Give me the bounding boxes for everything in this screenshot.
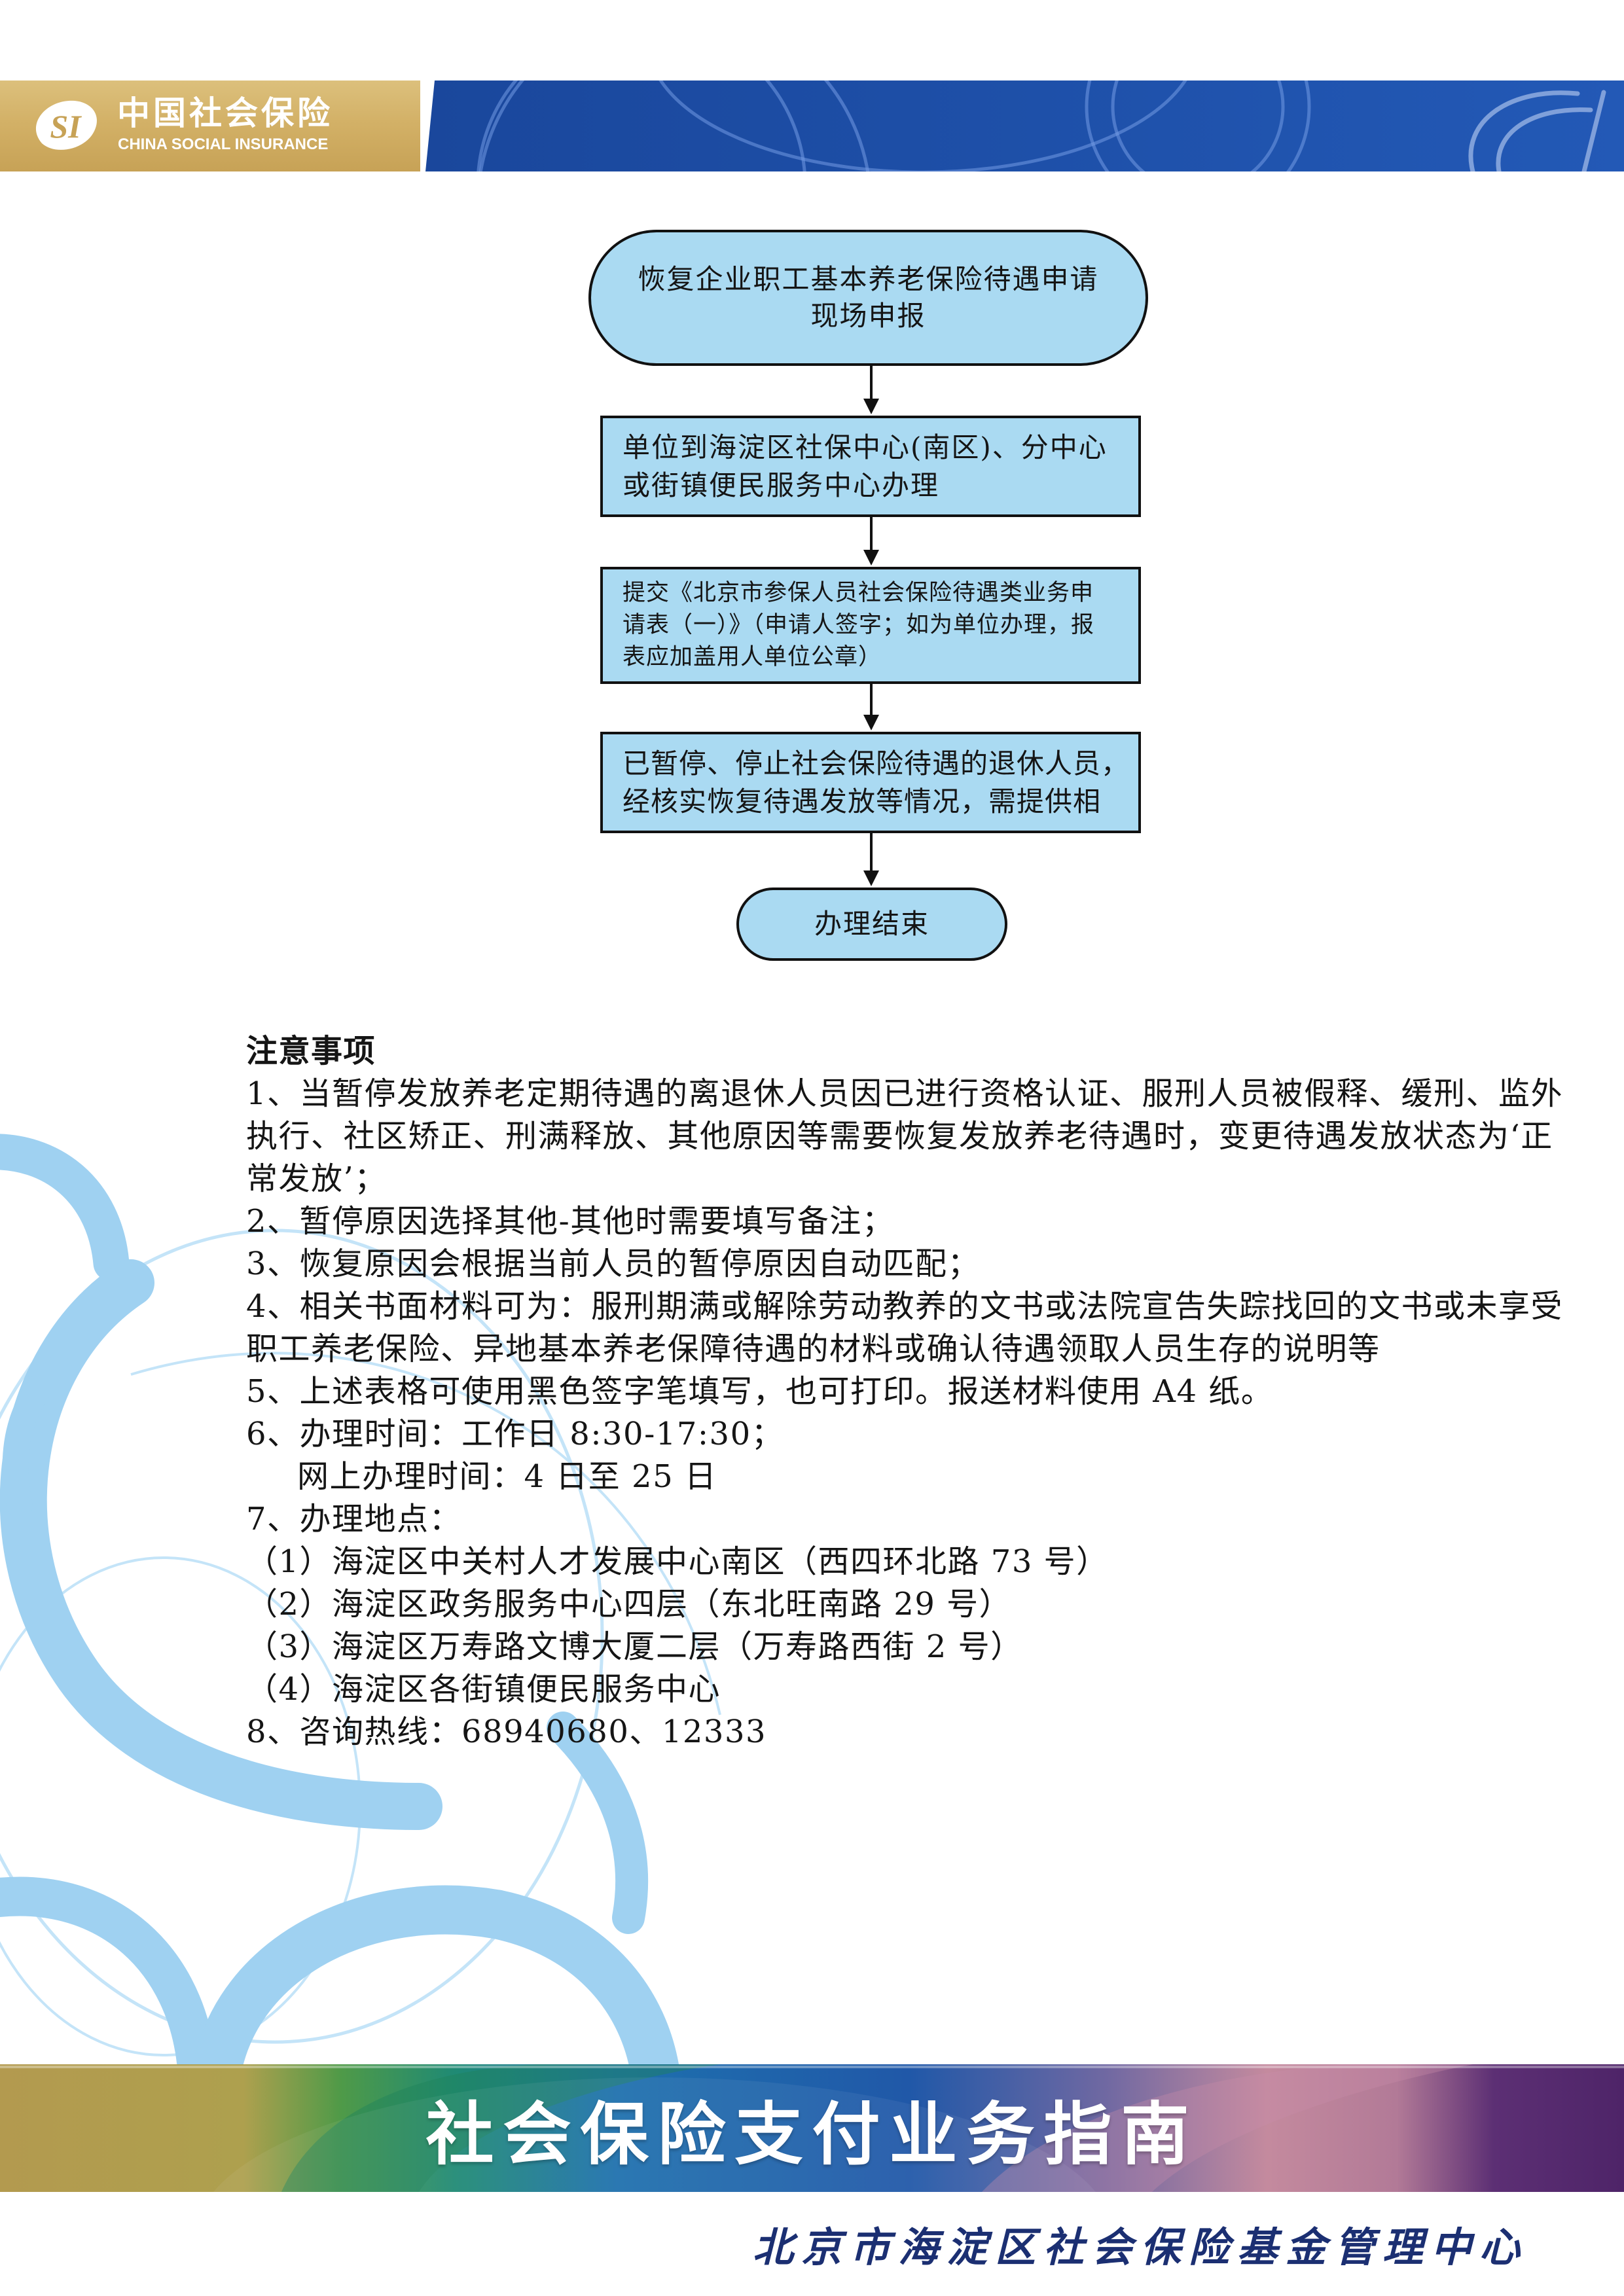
flow-node-line: 表应加盖用人单位公章） — [623, 644, 882, 670]
note-line: 职工养老保险、异地基本养老保障待遇的材料或确认待遇领取人员生存的说明等 — [246, 1331, 1380, 1367]
note-item: 1、当暂停发放养老定期待遇的离退休人员因已进行资格认证、服刑人员被假释、缓刑、监… — [246, 1073, 1563, 1200]
flow-node-line: 现场申报 — [810, 300, 926, 332]
flow-node-text: 已暂停、停止社会保险待遇的退休人员， 经核实恢复待遇发放等情况，需提供相 — [623, 745, 1129, 821]
flow-node-line: 或街镇便民服务中心办理 — [623, 469, 940, 501]
flow-node-line: 恢复企业职工基本养老保险待遇申请 — [638, 263, 1099, 295]
notes-heading: 注意事项 — [246, 1033, 376, 1069]
swirl-stroke — [192, 1885, 679, 2068]
arrow-down-icon — [863, 684, 879, 730]
header-decoration — [476, 81, 1606, 171]
flow-connectors — [863, 366, 879, 886]
flow-node-line: 办理结束 — [814, 908, 929, 940]
brand-name-en: CHINA SOCIAL INSURANCE — [118, 135, 329, 153]
flow-node-line: 单位到海淀区社保中心(南区)、分中心 — [623, 431, 1108, 463]
footer-glow — [213, 2077, 1096, 2192]
flow-step-node: 提交《北京市参保人员社会保险待遇类业务申 请表（一）》（申请人签字；如为单位办理… — [600, 567, 1141, 684]
header-arc — [1085, 81, 1311, 171]
flow-node-line: 经核实恢复待遇发放等情况，需提供相 — [623, 785, 1102, 817]
note-line: 5、上述表格可使用黑色签字笔填写，也可打印。报送材料使用 A4 纸。 — [246, 1373, 1274, 1410]
note-item: 2、暂停原因选择其他-其他时需要填写备注； — [246, 1200, 1563, 1243]
note-line: （3）海淀区万寿路文博大厦二层（万寿路西街 2 号） — [246, 1628, 1023, 1665]
flow-step-node: 已暂停、停止社会保险待遇的退休人员， 经核实恢复待遇发放等情况，需提供相 — [600, 732, 1141, 833]
note-line: 7、办理地点： — [246, 1501, 462, 1537]
flow-end-node: 办理结束 — [736, 888, 1007, 961]
note-line: 4、相关书面材料可为：服刑期满或解除劳动教养的文书或法院宣告失踪找回的文书或未享… — [246, 1288, 1564, 1325]
arrow-down-icon — [863, 517, 879, 565]
note-line: （1）海淀区中关村人才发展中心南区（西四环北路 73 号） — [246, 1543, 1109, 1580]
flow-node-line: 已暂停、停止社会保险待遇的退休人员， — [623, 747, 1130, 780]
brand-name-cn: 中国社会保险 — [117, 94, 333, 132]
note-item: 4、相关书面材料可为：服刑期满或解除劳动教养的文书或法院宣告失踪找回的文书或未享… — [246, 1285, 1563, 1371]
arrow-down-icon — [863, 366, 879, 414]
swirl-stroke — [2, 1355, 72, 1518]
header-blue-panel — [425, 81, 1624, 171]
swirl-line — [130, 1352, 721, 1715]
flow-node-line: 提交《北京市参保人员社会保险待遇类业务申 — [623, 580, 1094, 606]
footer-issuer: 北京市海淀区社会保险基金管理中心 — [753, 2223, 1528, 2271]
note-line: （2）海淀区政务服务中心四层（东北旺南路 29 号） — [246, 1586, 1012, 1623]
note-line: 3、恢复原因会根据当前人员的暂停原因自动匹配； — [246, 1246, 981, 1282]
flow-node-text: 单位到海淀区社保中心(南区)、分中心 或街镇便民服务中心办理 — [623, 429, 1108, 505]
note-item: 6、办理时间：工作日 8:30-17:30； 网上办理时间：4 日至 25 日 — [246, 1413, 1563, 1498]
watermark-stroke — [1581, 90, 1606, 171]
note-item: 8、咨询热线：68940680、12333 — [246, 1711, 1563, 1753]
flow-step-node: 单位到海淀区社保中心(南区)、分中心 或街镇便民服务中心办理 — [600, 416, 1141, 517]
flow-node-line: 请表（一）》（申请人签字；如为单位办理，报 — [623, 612, 1095, 638]
note-item: 5、上述表格可使用黑色签字笔填写，也可打印。报送材料使用 A4 纸。 — [246, 1371, 1563, 1413]
logo-mark: SI — [50, 108, 82, 145]
note-line: 1、当暂停发放养老定期待遇的离退休人员因已进行资格认证、服刑人员被假释、缓刑、监… — [246, 1075, 1564, 1112]
note-line: 8、咨询热线：68940680、12333 — [246, 1713, 767, 1750]
watermark-stroke — [1468, 90, 1580, 171]
flow-node-text: 提交《北京市参保人员社会保险待遇类业务申 请表（一）》（申请人签字；如为单位办理… — [623, 577, 1094, 673]
note-line: 网上办理时间：4 日至 25 日 — [297, 1458, 717, 1495]
flow-start-node: 恢复企业职工基本养老保险待遇申请 现场申报 — [588, 230, 1148, 366]
note-line: 执行、社区矫正、刑满释放、其他原因等需要恢复发放养老待遇时，变更待遇发放状态为‘… — [246, 1118, 1553, 1155]
footer-title: 社会保险支付业务指南 — [425, 2094, 1199, 2174]
note-line: （4）海淀区各街镇便民服务中心 — [246, 1671, 721, 1708]
note-line: 常发放’； — [246, 1160, 387, 1197]
watermark-stroke — [1496, 107, 1593, 171]
footer-band — [0, 2064, 1624, 2192]
note-item: 3、恢复原因会根据当前人员的暂停原因自动匹配； — [246, 1243, 1563, 1285]
swirl-stroke — [547, 1712, 649, 1934]
footer-sweep — [281, 2064, 720, 2192]
note-line: 2、暂停原因选择其他-其他时需要填写备注； — [246, 1203, 895, 1240]
header-arc — [1111, 81, 1285, 171]
notes-section: 注意事项 1、当暂停发放养老定期待遇的离退休人员因已进行资格认证、服刑人员被假释… — [246, 1030, 1563, 1753]
china-social-insurance-logo-icon: SI — [35, 100, 97, 150]
swirl-stroke — [0, 1134, 130, 1282]
flow-node-text: 恢复企业职工基本养老保险待遇申请 现场申报 — [638, 261, 1098, 334]
background-swirl-decoration — [0, 1134, 721, 2068]
note-item: 7、办理地点： （1）海淀区中关村人才发展中心南区（西四环北路 73 号） （2… — [246, 1498, 1563, 1711]
footer-sweep — [982, 2064, 1473, 2192]
swirl-stroke — [0, 1876, 216, 2068]
swirl-ring — [0, 1229, 604, 2044]
note-line: 6、办理时间：工作日 8:30-17:30； — [246, 1416, 784, 1452]
footer-decoration — [0, 2064, 1624, 2192]
arrow-down-icon — [863, 833, 879, 886]
